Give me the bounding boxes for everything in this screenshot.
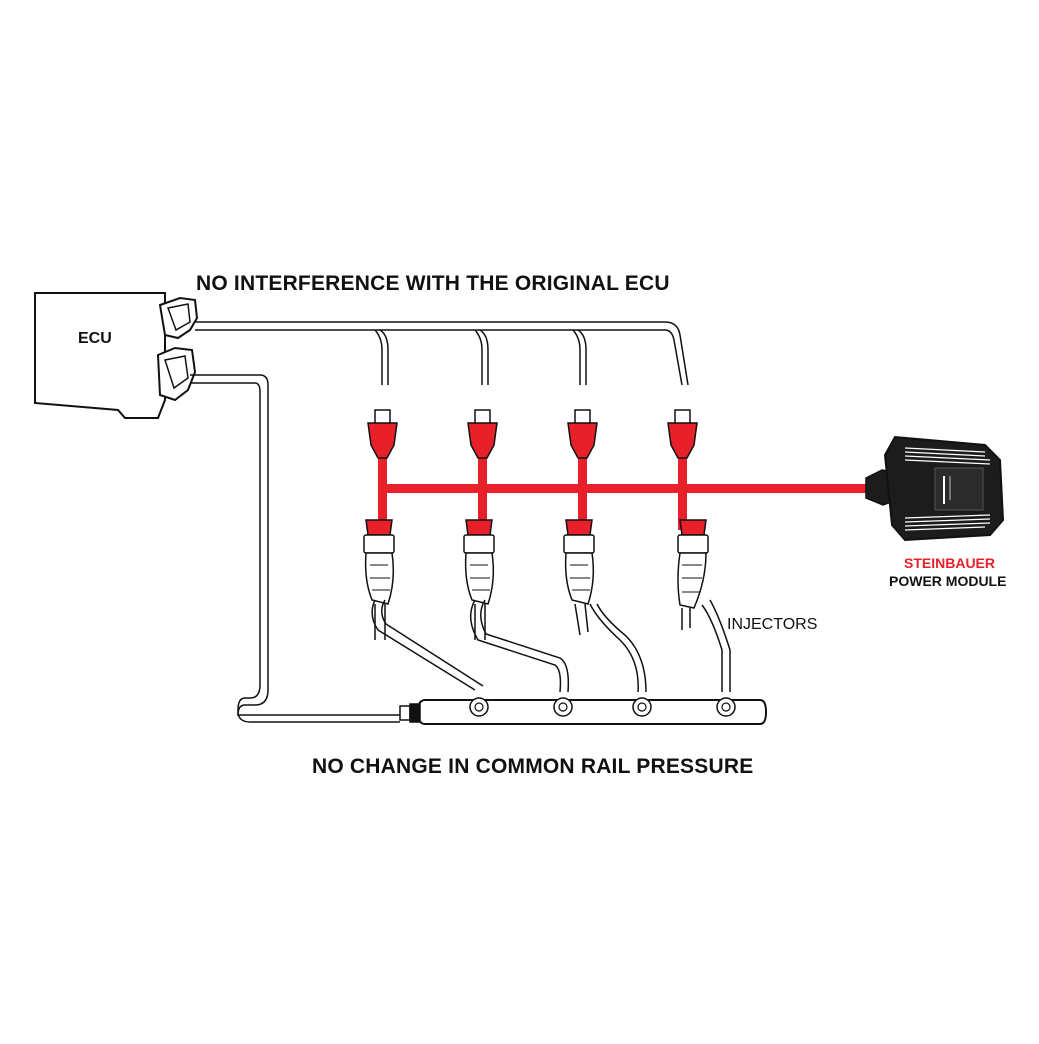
common-rail xyxy=(399,697,768,725)
injectors-label: INJECTORS xyxy=(727,616,818,633)
ecu-unit xyxy=(34,292,199,419)
power-module-harness xyxy=(378,440,868,530)
injector-4 xyxy=(677,519,709,630)
upper-connector-4 xyxy=(667,409,698,459)
injector-3 xyxy=(563,519,595,636)
injector-2 xyxy=(463,519,495,640)
module-label: POWER MODULE xyxy=(889,573,1007,589)
rail-port-1 xyxy=(469,697,489,717)
rail-sensor-wire xyxy=(190,374,400,723)
power-module xyxy=(865,435,1005,542)
ecu-connector-top xyxy=(158,296,199,340)
heading-no-interference: NO INTERFERENCE WITH THE ORIGINAL ECU xyxy=(196,272,670,295)
upper-connector-3 xyxy=(567,409,598,459)
heading-no-change-pressure: NO CHANGE IN COMMON RAIL PRESSURE xyxy=(312,755,754,778)
rail-port-3 xyxy=(632,697,652,717)
injector-1 xyxy=(363,519,395,640)
ecu-harness xyxy=(195,321,689,386)
ecu-connector-bottom xyxy=(156,346,197,402)
upper-connector-1 xyxy=(367,409,398,459)
rail-pressure-sensor xyxy=(399,703,421,723)
rail-port-2 xyxy=(553,697,573,717)
fuel-lines xyxy=(371,599,731,693)
module-brand: STEINBAUER xyxy=(904,555,996,571)
rail-port-4 xyxy=(716,697,736,717)
ecu-label: ECU xyxy=(78,330,112,347)
upper-connectors xyxy=(367,409,698,459)
upper-connector-2 xyxy=(467,409,498,459)
